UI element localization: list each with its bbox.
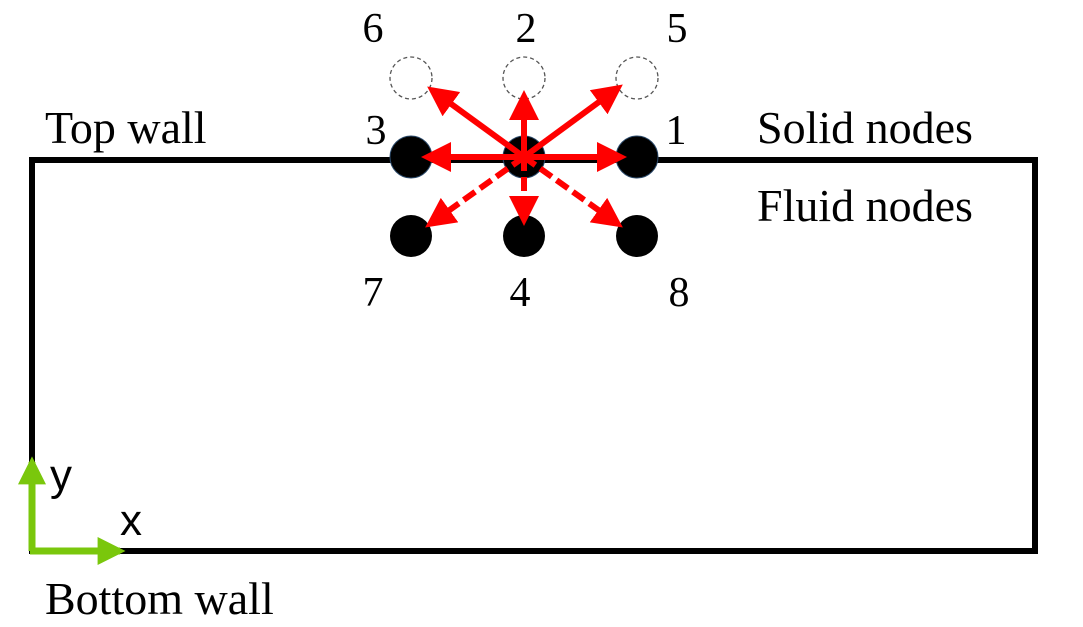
virtual-node-6 <box>389 56 433 100</box>
node-label-8: 8 <box>669 270 690 316</box>
fluid-nodes-label: Fluid nodes <box>757 180 973 231</box>
x-axis-label: x <box>120 496 142 545</box>
solid-node-3 <box>389 135 433 179</box>
virtual-node-2 <box>502 56 546 100</box>
top-wall-label: Top wall <box>45 102 207 153</box>
arrow-direction-5 <box>522 84 623 160</box>
arrow-direction-7 <box>425 154 526 228</box>
y-axis-label: y <box>50 451 72 500</box>
node-label-4: 4 <box>510 270 531 316</box>
bottom-wall-label: Bottom wall <box>45 573 274 624</box>
fluid-node-4 <box>503 215 545 257</box>
node-label-5: 5 <box>667 6 688 52</box>
node-label-2: 2 <box>516 6 537 52</box>
fluid-node-7 <box>390 215 432 257</box>
fluid-node-8 <box>616 215 658 257</box>
node-label-3: 3 <box>366 108 387 154</box>
solid-node-1 <box>615 135 659 179</box>
node-label-1: 1 <box>666 108 687 154</box>
virtual-node-5 <box>615 56 659 100</box>
node-label-7: 7 <box>363 270 384 316</box>
arrow-direction-6 <box>427 86 526 160</box>
solid-nodes-label: Solid nodes <box>757 102 973 153</box>
node-label-6: 6 <box>363 6 384 52</box>
